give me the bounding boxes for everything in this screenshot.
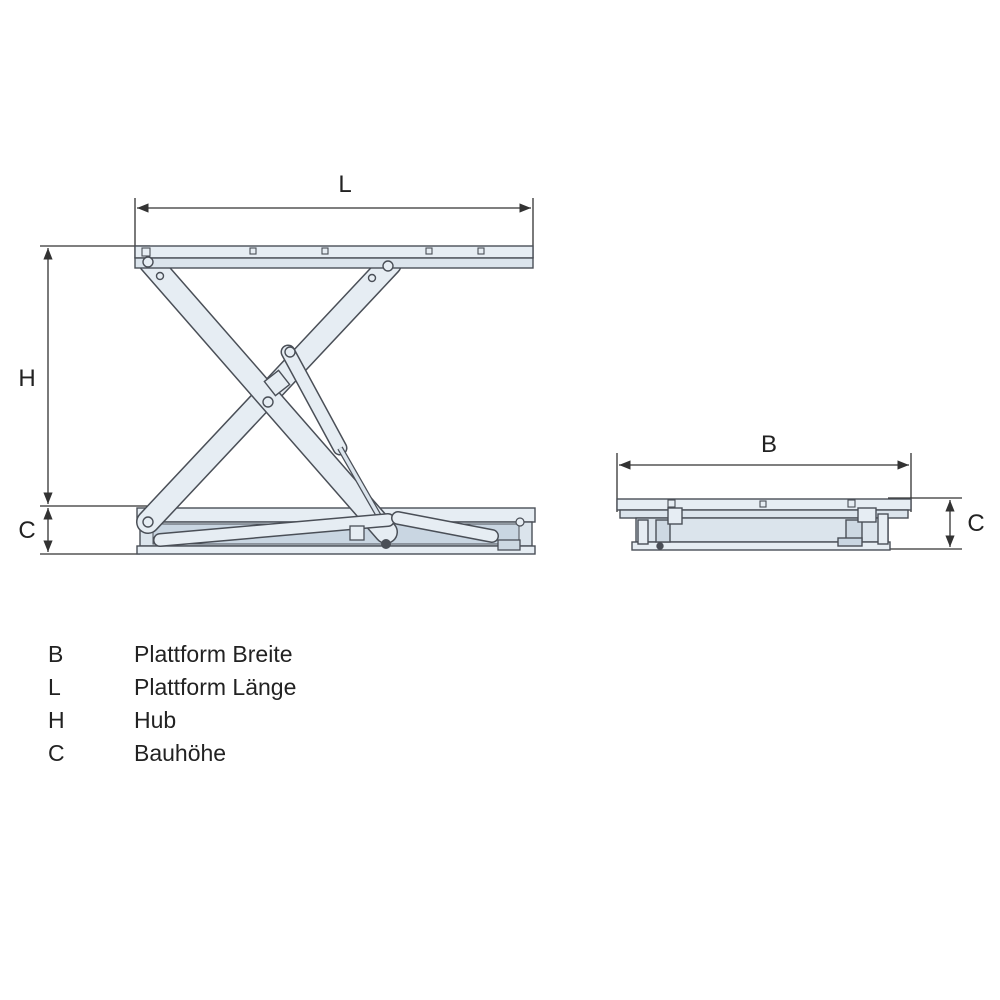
legend-key: C — [48, 740, 65, 766]
side-view: L H C — [18, 171, 536, 555]
hydraulic-cylinder — [263, 344, 383, 520]
legend-desc: Plattform Länge — [134, 674, 297, 700]
legend-row-c: C Bauhöhe — [48, 737, 548, 770]
legend-desc: Bauhöhe — [134, 740, 227, 766]
legend-row-b: B Plattform Breite — [48, 638, 548, 671]
dimension-label-c-front: C — [967, 510, 984, 537]
legend-row-l: L Plattform Länge — [48, 671, 548, 704]
legend-desc: Plattform Breite — [134, 641, 293, 667]
legend-desc: Hub — [134, 707, 177, 733]
dimension-h — [40, 245, 150, 507]
pivot-pins — [142, 256, 394, 528]
dimension-label-c-side: C — [18, 517, 35, 544]
legend-row-h: H Hub — [48, 704, 548, 737]
base-linkage — [153, 511, 525, 551]
scissor-lift-drawing: L H C — [18, 171, 985, 555]
front-view: B C — [616, 431, 985, 551]
dimension-label-h: H — [18, 365, 35, 392]
legend-key: L — [48, 674, 61, 700]
top-platform — [134, 245, 534, 269]
dimension-c-side — [40, 508, 140, 555]
front-base — [631, 507, 891, 551]
dimension-label-l: L — [338, 171, 351, 198]
legend-key: B — [48, 641, 64, 667]
dimension-c-front — [888, 497, 962, 550]
dimension-label-b: B — [761, 431, 777, 458]
legend-key: H — [48, 707, 65, 733]
